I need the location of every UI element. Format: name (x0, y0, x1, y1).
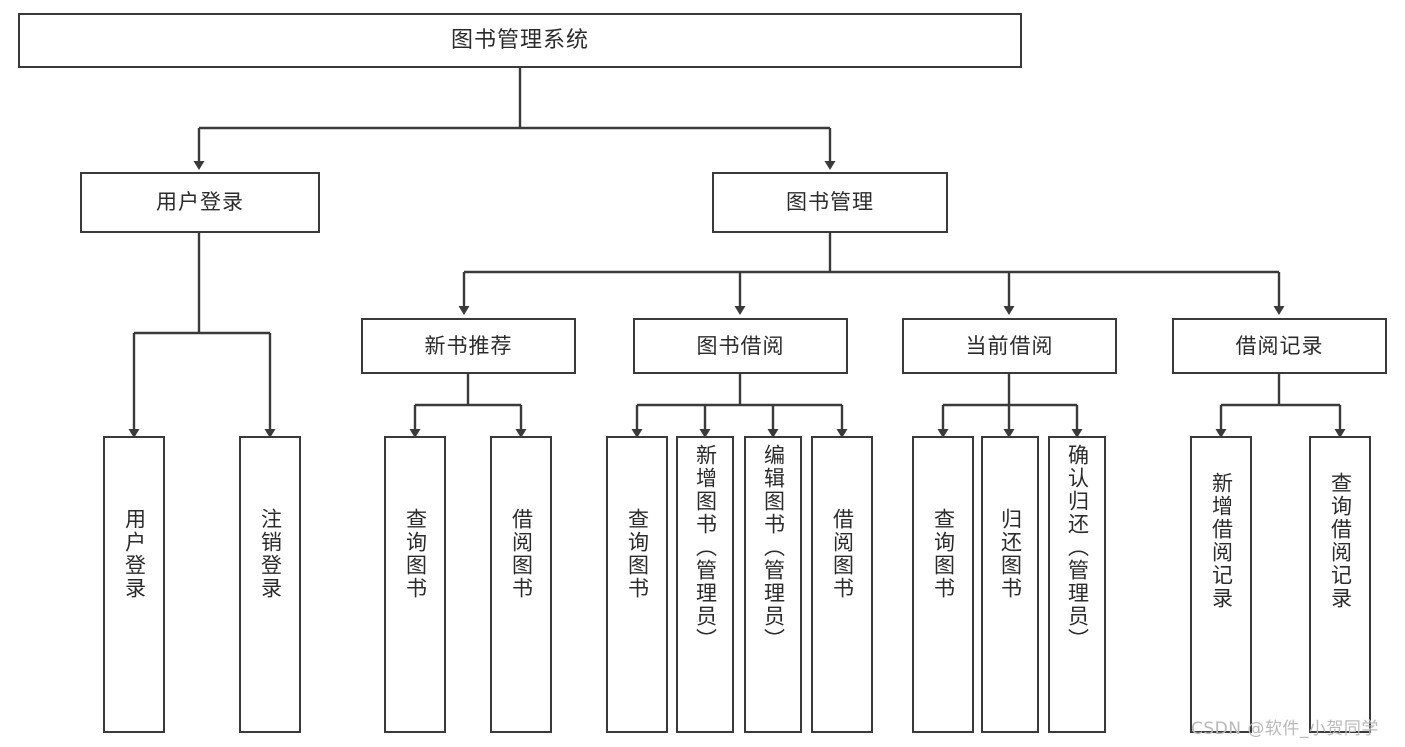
node-book-borrow[interactable]: 图书借阅 (633, 318, 848, 374)
leaf-edit-book-admin[interactable]: 编辑图书（管理员） (744, 436, 802, 733)
leaf-query-book-borrow[interactable]: 查询图书 (606, 436, 668, 733)
leaf-query-book-recommend[interactable]: 查询图书 (384, 436, 446, 733)
node-current-borrow[interactable]: 当前借阅 (902, 318, 1117, 374)
node-label: 用户登录 (156, 190, 244, 215)
leaf-add-book-admin[interactable]: 新增图书（管理员） (676, 436, 734, 733)
node-label: 查询图书 (625, 508, 650, 600)
leaf-borrow-book[interactable]: 借阅图书 (811, 436, 873, 733)
leaf-query-book-current[interactable]: 查询图书 (912, 436, 974, 733)
node-label: 借阅记录 (1235, 333, 1324, 358)
node-new-book-recommend[interactable]: 新书推荐 (361, 318, 576, 374)
node-label: 新增图书（管理员） (693, 444, 718, 651)
node-label: 当前借阅 (965, 333, 1054, 358)
leaf-logout[interactable]: 注销登录 (239, 436, 301, 733)
leaf-query-borrow-record[interactable]: 查询借阅记录 (1309, 436, 1371, 733)
node-borrow-record[interactable]: 借阅记录 (1172, 318, 1387, 374)
node-label: 注销登录 (258, 508, 283, 600)
leaf-return-book[interactable]: 归还图书 (981, 436, 1039, 733)
node-label: 归还图书 (998, 508, 1023, 600)
leaf-user-login[interactable]: 用户登录 (103, 436, 165, 733)
node-label: 新书推荐 (424, 333, 513, 358)
node-label: 借阅图书 (509, 508, 534, 600)
node-label: 查询借阅记录 (1328, 472, 1353, 610)
node-root[interactable]: 图书管理系统 (18, 13, 1022, 68)
node-label: 新增借阅记录 (1209, 472, 1234, 610)
leaf-confirm-return-admin[interactable]: 确认归还（管理员） (1048, 436, 1106, 733)
node-label: 图书管理 (786, 190, 874, 215)
node-label: 图书借阅 (696, 333, 785, 358)
leaf-add-borrow-record[interactable]: 新增借阅记录 (1190, 436, 1252, 733)
node-user-login[interactable]: 用户登录 (80, 172, 320, 233)
node-label: 编辑图书（管理员） (761, 444, 786, 651)
node-label: 用户登录 (122, 508, 147, 600)
node-label: 图书管理系统 (450, 27, 589, 53)
leaf-borrow-book-recommend[interactable]: 借阅图书 (490, 436, 552, 733)
node-label: 查询图书 (403, 508, 428, 600)
node-book-management[interactable]: 图书管理 (712, 172, 948, 233)
node-label: 借阅图书 (830, 508, 855, 600)
node-label: 确认归还（管理员） (1065, 444, 1090, 651)
node-label: 查询图书 (931, 508, 956, 600)
